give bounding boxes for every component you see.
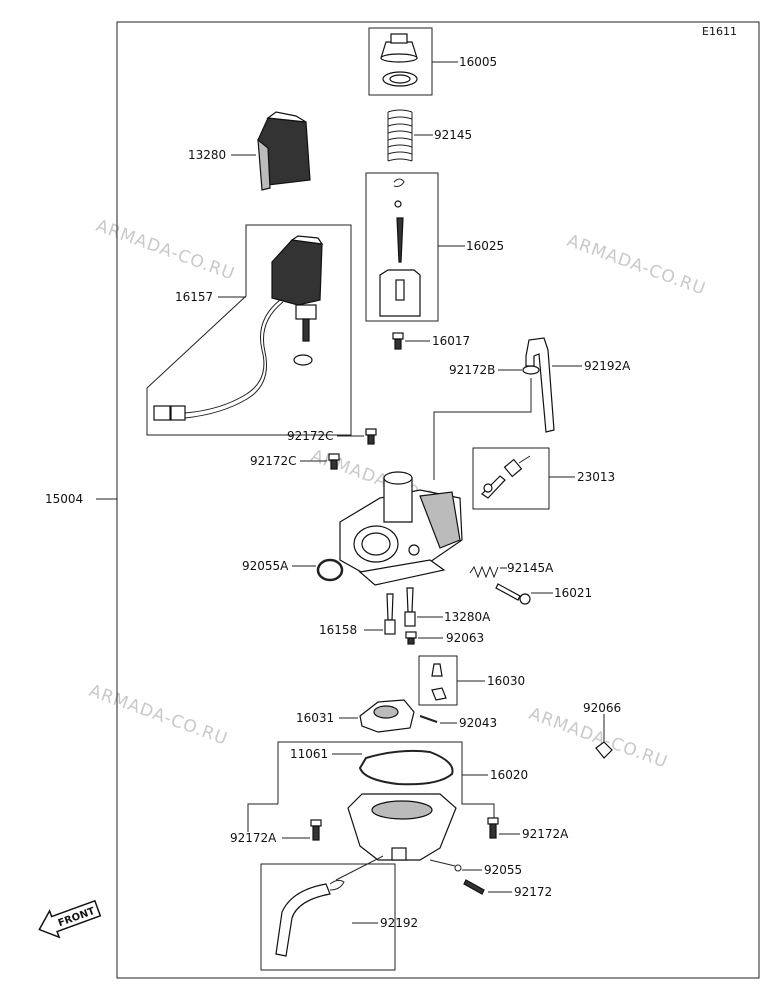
label-16030: 16030 [487,674,525,688]
screw-16017-part [392,332,404,350]
label-13280A: 13280A [444,610,491,624]
screw-92172C-2-part [328,453,340,470]
label-92055A: 92055A [242,559,289,573]
label-92055: 92055 [484,863,522,877]
label-23013: 23013 [577,470,615,484]
label-92172A-1: 92172A [230,831,277,845]
label-92063: 92063 [446,631,484,645]
oring-92055A-part [316,558,344,582]
label-15004: 15004 [45,492,83,506]
label-92172: 92172 [514,885,552,899]
label-11061: 11061 [290,747,328,761]
label-92192: 92192 [380,916,418,930]
label-16021: 16021 [554,586,592,600]
label-92145: 92145 [434,128,472,142]
pin-92043-part [419,715,438,723]
label-16031: 16031 [296,711,334,725]
jet-13280A-part [404,587,416,627]
gasket-11061-part [358,749,454,786]
label-92172C-1: 92172C [287,429,334,443]
spring-92145-part [387,109,413,162]
front-arrow-icon: FRONT [38,899,102,939]
label-92066: 92066 [583,701,621,715]
label-16158: 16158 [319,623,357,637]
label-92172A-2: 92172A [522,827,569,841]
label-16157: 16157 [175,290,213,304]
label-16005: 16005 [459,55,497,69]
screw-92172A-1-part [310,819,322,841]
piston-16025-part [379,178,421,317]
oring-92055-part [454,864,462,872]
jet-16158-part [384,593,396,635]
screw-16021-part [495,583,531,605]
label-92145A: 92145A [507,561,554,575]
watermark-4: ARMADA-CO.RU [86,681,230,750]
label-16025: 16025 [466,239,504,253]
screw-92172A-2-part [487,817,499,839]
cover-13280-part [257,111,311,191]
float-bowl-part [347,793,457,861]
label-92043: 92043 [459,716,497,730]
label-92172B: 92172B [449,363,495,377]
label-16017: 16017 [432,334,470,348]
tube-92192-part [275,879,345,957]
label-16020: 16020 [490,768,528,782]
label-92192A: 92192A [584,359,631,373]
screw-92172-part [463,879,485,895]
float-16031-part [359,699,415,733]
diagram-code: E1611 [702,25,737,38]
tube-92192A-part [525,337,555,433]
cap-16005-part [380,33,418,87]
watermark-1: ARMADA-CO.RU [93,216,237,285]
jet-92063-part [405,631,417,645]
label-92172C-2: 92172C [250,454,297,468]
needle-16030-part [431,663,447,701]
screw-92066-part [595,714,613,759]
watermark-2: ARMADA-CO.RU [564,231,708,300]
assembly-frame [116,21,760,979]
screw-92172C-1-part [365,428,377,445]
clip-92172B-part [522,365,540,375]
valve-23013-part [481,455,531,499]
spring-92145A-part [469,565,499,579]
label-13280: 13280 [188,148,226,162]
carburetor-body-part [339,471,463,586]
starter-16157-part [153,235,324,421]
